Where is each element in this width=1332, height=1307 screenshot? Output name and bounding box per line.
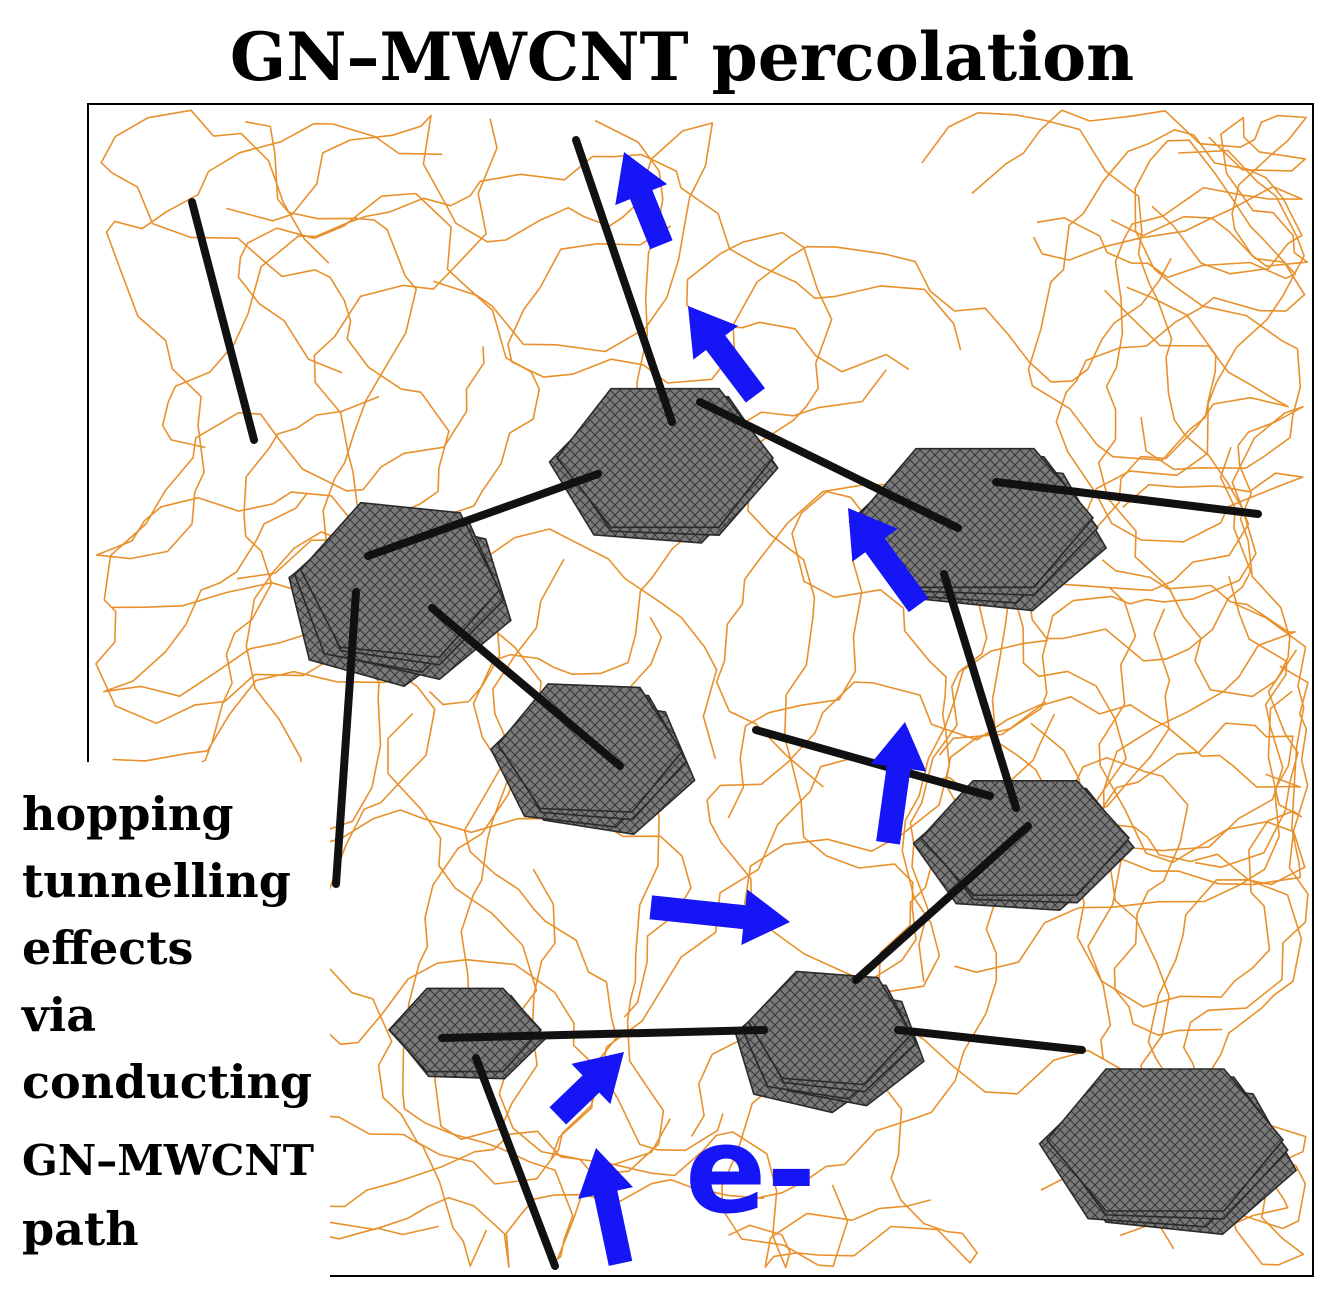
caption-line-gn-mwcnt: GN–MWCNT <box>22 1136 314 1185</box>
caption-line-conducting: conducting <box>22 1055 312 1109</box>
polymer-chain <box>112 121 421 762</box>
mwcnt-rod <box>438 1026 768 1042</box>
electron-arrow <box>578 1148 633 1266</box>
mwcnt-rod <box>852 822 1032 984</box>
polymer-chain <box>1030 722 1307 1266</box>
caption-line-hopping: hopping <box>22 787 234 841</box>
graphene-stack <box>734 970 925 1114</box>
polymer-chain <box>434 534 689 1140</box>
caption-line-path: path <box>22 1202 139 1256</box>
mwcnt-rod <box>992 478 1262 518</box>
electron-arrow <box>848 508 929 613</box>
mwcnt-rod <box>696 398 962 532</box>
mwcnt-rod <box>188 198 258 444</box>
caption-panel <box>0 762 330 1307</box>
mwcnt-rod <box>940 570 1020 812</box>
mwcnt-rod <box>472 1054 559 1270</box>
polymer-chain <box>921 112 1257 756</box>
polymer-chain <box>971 109 1309 267</box>
graphene-stack <box>490 683 696 836</box>
caption: hopping tunnelling effects via conductin… <box>21 787 314 1256</box>
graphene-sheet <box>919 779 1131 897</box>
polymer-chain <box>1032 185 1303 698</box>
graphene-stack <box>912 779 1135 912</box>
polymer-chain <box>507 225 1172 384</box>
polymer-chain <box>1055 215 1306 543</box>
electron-arrow <box>870 722 927 845</box>
caption-line-tunnelling: tunnelling <box>22 854 291 908</box>
polymer-chain <box>402 558 671 1260</box>
graphene-sheet <box>497 683 683 813</box>
caption-line-via: via <box>21 988 96 1042</box>
graphene-stack <box>1038 1068 1298 1236</box>
polymer-chain <box>962 406 1304 868</box>
mwcnt-rod <box>572 136 676 426</box>
mwcnt-rod <box>894 1026 1086 1054</box>
graphene-stack <box>548 387 779 544</box>
graphene-sheet <box>747 970 913 1086</box>
electron-arrow <box>615 152 673 250</box>
polymer-chain <box>234 1112 765 1268</box>
electron-arrow <box>649 889 790 946</box>
polymer-chain <box>1027 129 1303 461</box>
diagram-title: GN–MWCNT percolation <box>230 18 1134 96</box>
polymer-chain <box>1098 587 1306 1237</box>
mwcnt-rod <box>428 604 624 770</box>
graphene-sheet <box>387 987 543 1073</box>
electron-label: e- <box>685 1102 816 1241</box>
polymer-chain <box>95 122 443 562</box>
electron-path-arrows <box>549 152 929 1266</box>
graphene-sheet <box>555 387 775 529</box>
graphene-sheet <box>1045 1068 1285 1212</box>
polymer-chain <box>161 153 962 449</box>
polymer-chain <box>727 490 950 905</box>
matrix-frame <box>87 103 1314 1277</box>
caption-line-effects: effects <box>22 921 193 975</box>
polymer-chain <box>594 119 910 472</box>
electron-arrow <box>688 306 765 403</box>
mwcnt-rod <box>332 588 360 888</box>
polymer-chain <box>1036 139 1302 471</box>
polymer-chain <box>948 517 1302 1008</box>
mwcnt-rod <box>364 470 602 560</box>
polymer-chain <box>721 1073 978 1268</box>
graphene-stack <box>288 501 512 688</box>
electron-arrow <box>549 1052 624 1125</box>
